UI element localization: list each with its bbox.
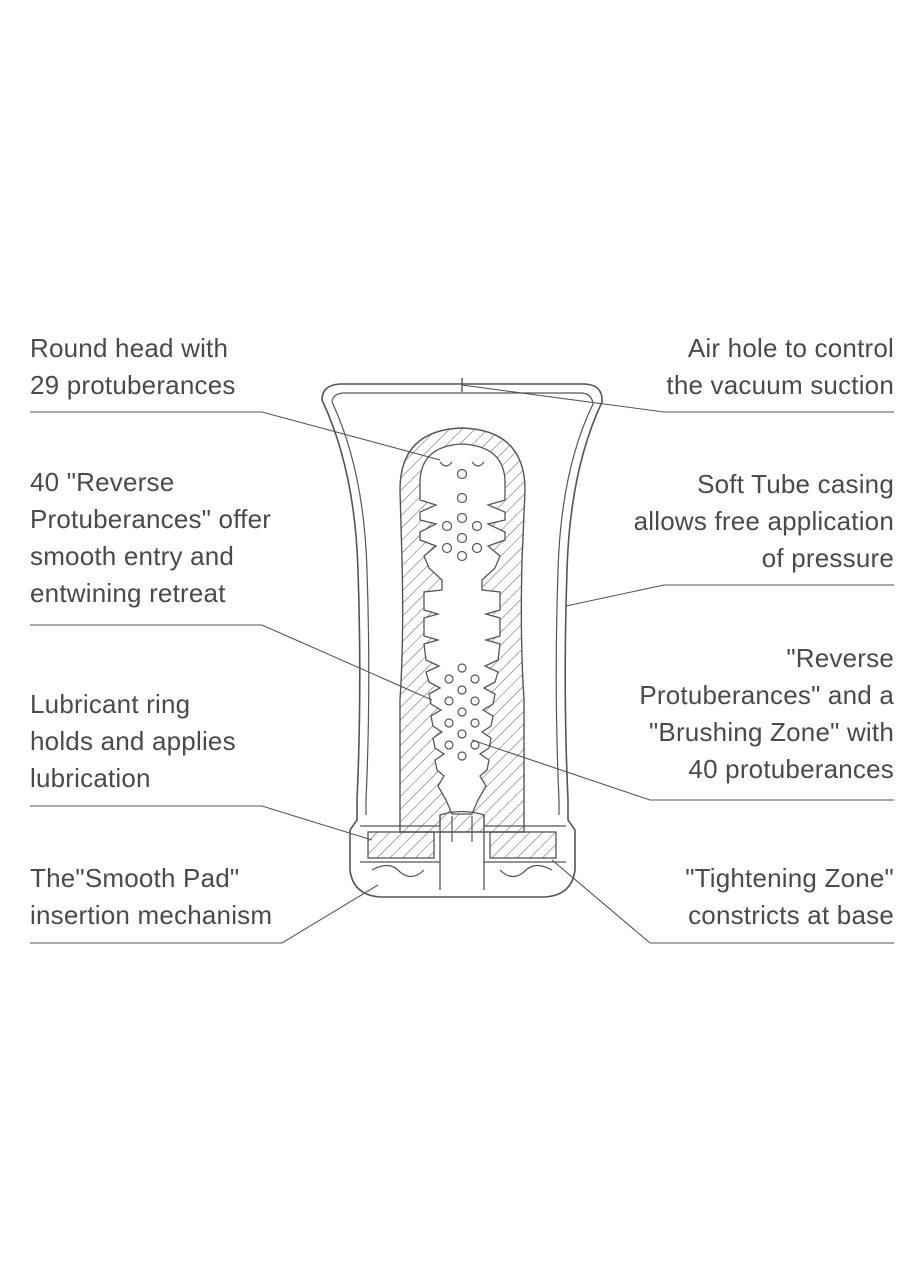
label-brushing-line-2: Protuberances" and a [639,680,894,710]
inner-canal [419,443,506,815]
label-brushing-line-3: "Brushing Zone" with [648,717,894,747]
label-soft-tube-line-1: Soft Tube casing [697,469,894,499]
leader-lubricant [30,805,373,841]
label-soft-tube: Soft Tube casing allows free application… [634,466,894,577]
label-round-head-line-1: Round head with [30,333,229,363]
label-lubricant-line-3: lubrication [30,763,151,793]
label-tightening-line-2: constricts at base [688,900,894,930]
soft-tube-outer-casing [321,383,603,898]
label-reverse-protuberances: 40 "Reverse Protuberances" offer smooth … [30,464,271,612]
leader-round-head [30,411,441,461]
lubricant-ring-right [489,831,557,859]
protuberance-dots [441,468,483,761]
label-reverse-line-2: Protuberances" offer [30,504,272,534]
lubricant-ring-left [367,831,435,859]
label-brushing-line-1: "Reverse [786,643,894,673]
label-soft-tube-line-3: of pressure [761,543,894,573]
label-round-head: Round head with 29 protuberances [30,330,236,404]
label-tightening-zone: "Tightening Zone" constricts at base [685,860,894,934]
label-smooth-pad: The"Smooth Pad" insertion mechanism [30,860,272,934]
leader-brushing-zone [471,739,894,801]
label-reverse-line-1: 40 "Reverse [30,467,175,497]
label-brushing-line-4: 40 protuberances [688,754,894,784]
label-smooth-pad-line-2: insertion mechanism [30,900,273,930]
leader-smooth-pad [30,884,379,944]
label-brushing-zone: "Reverse Protuberances" and a "Brushing … [639,640,894,788]
label-smooth-pad-line-1: The"Smooth Pad" [30,863,240,893]
label-reverse-line-4: entwining retreat [30,578,226,608]
label-soft-tube-line-2: allows free application [633,506,894,536]
label-lubricant-line-1: Lubricant ring [30,689,191,719]
leader-air-hole [461,384,894,413]
label-tightening-line-1: "Tightening Zone" [685,863,894,893]
label-air-hole-line-1: Air hole to control [687,333,894,363]
label-air-hole: Air hole to control the vacuum suction [666,330,894,404]
label-reverse-line-3: smooth entry and [30,541,235,571]
label-lubricant-line-2: holds and applies [30,726,236,756]
label-air-hole-line-2: the vacuum suction [666,370,894,400]
label-lubricant-ring: Lubricant ring holds and applies lubrica… [30,686,236,797]
soft-tube-inner-casing [331,392,594,815]
label-round-head-line-2: 29 protuberances [30,370,236,400]
leader-tightening [551,859,894,944]
leader-reverse-left [30,624,433,701]
leader-soft-tube [565,584,894,607]
